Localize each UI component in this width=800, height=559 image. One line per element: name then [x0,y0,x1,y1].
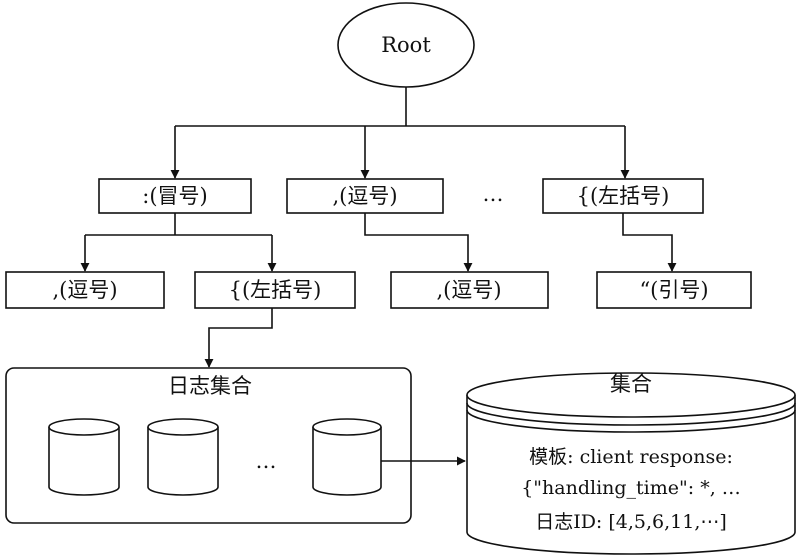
level2-node-brace: {(左括号) [194,271,356,309]
collection-template-line1: 模板: client response: [529,446,733,468]
log-cylinder [312,418,382,496]
level2-node-quote-label: “(引号) [639,278,708,302]
root-connectors [170,87,630,179]
level2-node-quote: “(引号) [596,271,752,309]
level2-node-comma-b-box [390,271,549,309]
connector-brace-to-quote [622,213,677,272]
level1-node-comma-label: ,(逗号) [332,184,397,208]
level2-node-comma-b-label: ,(逗号) [436,278,501,302]
collection-cylinder-band [466,409,796,433]
level2-node-brace-label: {(左括号) [229,278,322,302]
level1-node-colon-label: :(冒号) [142,184,207,208]
level1-node-brace-box [542,178,704,214]
connector-comma-to-comma [364,213,473,272]
level1-node-brace-label: {(左括号) [577,184,670,208]
log-collection-title: 日志集合 [168,374,252,398]
log-cylinder [48,418,120,496]
root-node: Root [337,2,475,88]
log-collection-panel: 日志集合 … [5,367,412,524]
level2-node-comma-a: ,(逗号) [5,271,165,309]
level2-node-comma-a-box [5,271,165,309]
level2-node-quote-box [596,271,752,309]
level1-node-comma: ,(逗号) [286,178,444,214]
level1-connectors [80,213,677,272]
level2-node-comma-a-label: ,(逗号) [52,278,117,302]
collection-cylinder-band [466,402,796,426]
level2-node-comma-b: ,(逗号) [390,271,549,309]
level1-node-colon-box [98,178,252,214]
level2-node-brace-box [194,271,356,309]
level1-node-colon: :(冒号) [98,178,252,214]
connector-brace-to-log-collection [204,308,273,368]
root-label: Root [381,33,431,57]
collection-cylinder-body [466,395,796,555]
collection-log-ids: 日志ID: [4,5,6,11,⋯] [535,511,727,533]
log-cylinder [147,418,219,496]
level1-node-brace: {(左括号) [542,178,704,214]
collection-cylinder: 集合 模板: client response: {"handling_time"… [466,372,796,555]
log-collection-ellipsis: … [256,449,277,473]
collection-title: 集合 [610,372,652,396]
collection-cylinder-top [466,372,796,418]
collection-template-line2: {"handling_time": *, … [521,477,741,499]
level1-ellipsis: … [483,182,504,206]
